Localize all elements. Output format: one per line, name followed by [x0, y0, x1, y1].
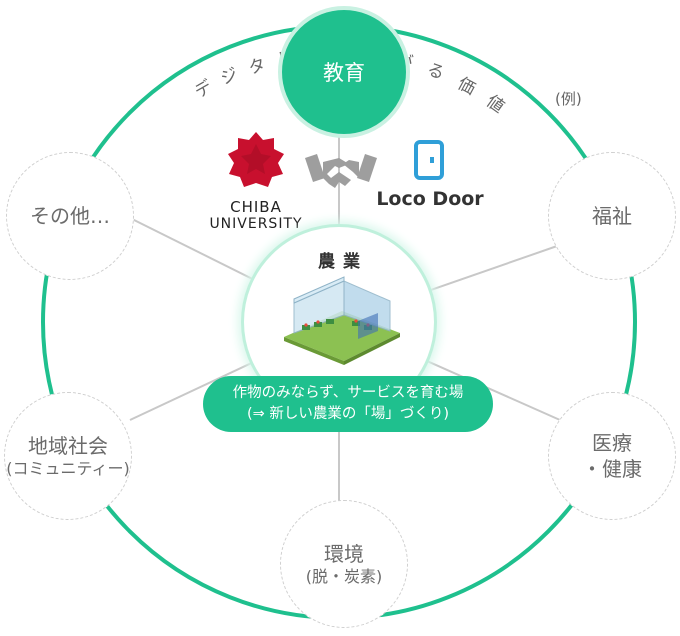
node-environment-title: 環境	[324, 541, 364, 566]
chiba-line2: UNIVERSITY	[209, 216, 303, 232]
chiba-seal-icon	[228, 132, 284, 187]
node-education-label: 教育	[323, 61, 365, 85]
chiba-university-logo: CHIBA UNIVERSITY	[196, 128, 316, 232]
arc-title-example: (例)	[555, 90, 582, 108]
node-other-label: その他…	[30, 204, 110, 228]
node-medical: 医療 ・健康	[548, 392, 676, 520]
node-other: その他…	[6, 152, 134, 280]
node-welfare-label: 福祉	[592, 204, 632, 228]
pill-line1: 作物のみならず、サービスを育む場	[232, 384, 464, 401]
locodoor-text: Loco Door	[376, 188, 484, 210]
node-environment: 環境 (脱・炭素)	[280, 500, 408, 628]
node-welfare: 福祉	[548, 152, 676, 280]
node-community-title: 地域社会	[28, 433, 108, 458]
chiba-line1: CHIBA	[230, 198, 282, 216]
locodoor-logo: Loco Door	[368, 140, 492, 220]
handshake-icon	[305, 154, 377, 188]
node-medical-line1: 医療	[592, 431, 632, 455]
door-icon	[414, 140, 444, 180]
node-environment-sub: (脱・炭素)	[305, 566, 383, 586]
node-community-sub: (コミュニティー)	[6, 458, 130, 478]
node-education: 教育	[278, 6, 410, 138]
node-medical-line2: ・健康	[582, 457, 642, 481]
center-title: 農業	[318, 252, 368, 272]
greenhouse-icon	[284, 276, 400, 365]
pill-line2: (⇒ 新しい農業の「場」づくり)	[246, 406, 450, 422]
node-community: 地域社会 (コミュニティー)	[4, 392, 132, 520]
center-caption-pill: 作物のみならず、サービスを育む場 (⇒ 新しい農業の「場」づくり)	[203, 376, 493, 432]
